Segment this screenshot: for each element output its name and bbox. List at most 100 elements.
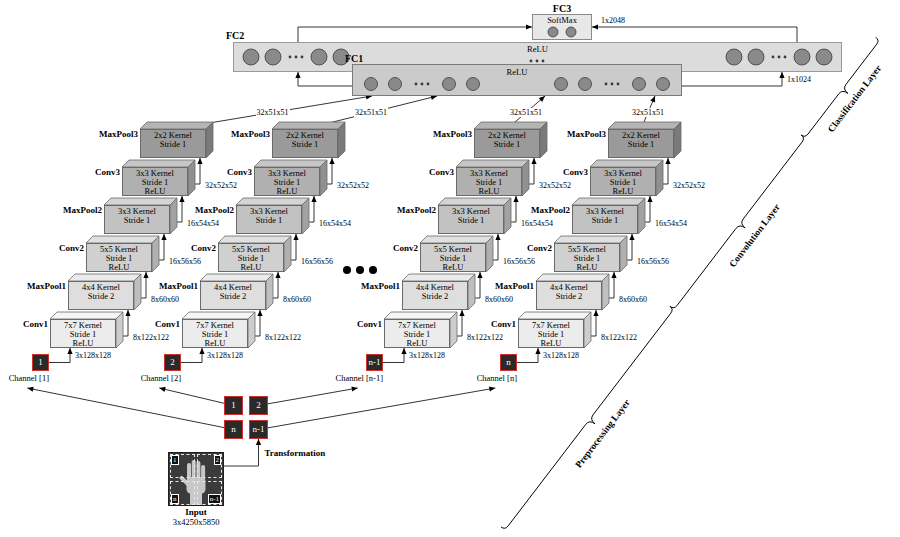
block-params: 5x5 Kernel Stride 1 ReLU xyxy=(430,244,476,272)
block-name: Conv1 xyxy=(23,319,48,329)
conv-block: Conv17x7 Kernel Stride 1 ReLU xyxy=(50,319,116,348)
cube-side xyxy=(638,198,645,234)
channel-name: Channel [n-1] xyxy=(336,373,383,383)
channel-input: 2Channel [2] xyxy=(138,354,181,388)
connector xyxy=(592,24,797,42)
dimension-label: Transformation xyxy=(264,448,327,458)
arrow-head xyxy=(650,96,655,103)
block-name: MaxPool2 xyxy=(63,205,102,215)
connector-line xyxy=(181,348,202,363)
block-name: MaxPool2 xyxy=(397,205,436,215)
dimension-label: 16x54x54 xyxy=(520,219,554,228)
neuron-dot xyxy=(611,83,614,86)
layer-name: FC2 xyxy=(226,30,244,41)
cube-top xyxy=(200,274,273,281)
neuron xyxy=(555,78,568,91)
conv-block: Conv33x3 Kernel Stride 1 ReLU xyxy=(456,167,522,196)
conv-block: Conv17x7 Kernel Stride 1 ReLU xyxy=(182,319,248,348)
block-name: Conv2 xyxy=(527,243,552,253)
neuron xyxy=(657,78,670,91)
cube-top xyxy=(590,160,663,167)
dimension-label: 1x2048 xyxy=(600,16,626,25)
arrow-head xyxy=(495,234,500,240)
neuron xyxy=(726,49,742,65)
connector xyxy=(27,387,224,428)
cube-side xyxy=(620,236,627,272)
arrow-head xyxy=(665,158,670,164)
arrow-head xyxy=(629,234,634,240)
block-params: 5x5 Kernel Stride 1 ReLU xyxy=(96,244,142,272)
neuron-dot xyxy=(617,83,620,86)
channel-input: nChannel [n] xyxy=(474,354,517,388)
dimension-label: 3x128x128 xyxy=(542,351,580,360)
arrow-head xyxy=(513,196,518,202)
neuron xyxy=(748,49,764,65)
channel-number: n xyxy=(501,355,516,369)
wrist xyxy=(190,491,202,505)
dimension-label: 8x60x60 xyxy=(282,295,312,304)
arrow-head xyxy=(67,348,72,354)
block-params: 2x2 Kernel Stride 1 xyxy=(484,130,530,149)
dimension-label: 8x60x60 xyxy=(484,295,514,304)
dimension-label: 8x122x122 xyxy=(132,333,170,342)
neuron-dot xyxy=(295,56,298,59)
connector-line xyxy=(268,388,358,404)
cube-side xyxy=(284,236,291,272)
cube-side xyxy=(206,122,213,158)
block-params: 3x3 Kernel Stride 1 ReLU xyxy=(132,168,178,196)
cube-side xyxy=(134,274,141,310)
block-params: 4x4 Kernel Stride 2 xyxy=(412,282,458,301)
arrow-head xyxy=(535,348,540,354)
connector-line xyxy=(49,348,70,363)
neuron-dot xyxy=(772,56,775,59)
cube-top xyxy=(438,198,511,205)
connector xyxy=(268,386,358,403)
channel-square: n xyxy=(500,354,517,371)
neuron xyxy=(794,49,810,65)
connector-line xyxy=(592,27,797,42)
dimension-label: 8x122x122 xyxy=(264,333,302,342)
block-params: 4x4 Kernel Stride 2 xyxy=(78,282,124,301)
conv-block: Conv25x5 Kernel Stride 1 ReLU xyxy=(554,243,620,272)
block-name: MaxPool3 xyxy=(567,129,606,139)
cube-side xyxy=(266,274,273,310)
connector xyxy=(383,348,407,363)
block-params: 4x4 Kernel Stride 2 xyxy=(546,282,592,301)
dimension-label: 32x51x51 xyxy=(354,108,388,117)
neuron xyxy=(816,49,832,65)
dimension-label: 32x52x52 xyxy=(204,181,238,190)
patch-tile: n xyxy=(224,420,243,439)
layer-group-label: Preprocessing Layer xyxy=(573,398,632,471)
connector-line xyxy=(159,388,224,403)
block-params: 3x3 Kernel Stride 1 xyxy=(246,206,292,225)
block-params: 3x3 Kernel Stride 1 ReLU xyxy=(466,168,512,196)
neuron-dot xyxy=(605,83,608,86)
dimension-label: 3x128x128 xyxy=(408,351,446,360)
pool-block: MaxPool14x4 Kernel Stride 2 xyxy=(200,281,266,310)
channel-number: 2 xyxy=(165,355,180,369)
activation-label: ReLU xyxy=(353,65,681,77)
block-params: 4x4 Kernel Stride 2 xyxy=(210,282,256,301)
connector xyxy=(49,348,73,363)
block-params: 3x3 Kernel Stride 1 ReLU xyxy=(600,168,646,196)
arrow-head xyxy=(593,310,598,316)
connector xyxy=(295,72,352,86)
channel-square: n-1 xyxy=(366,354,383,371)
conv-block: Conv17x7 Kernel Stride 1 ReLU xyxy=(518,319,584,348)
neuron-dot xyxy=(289,56,292,59)
pool-block: MaxPool14x4 Kernel Stride 2 xyxy=(536,281,602,310)
dimension-label: 32x51x51 xyxy=(509,108,543,117)
arrow-head xyxy=(293,234,298,240)
cube-top xyxy=(420,236,493,243)
connector-line xyxy=(298,27,532,42)
conv-block: Conv33x3 Kernel Stride 1 ReLU xyxy=(122,167,188,196)
layer-name: FC1 xyxy=(345,53,363,64)
channel-number: 1 xyxy=(33,355,48,369)
cube-top xyxy=(272,122,345,129)
connector-line xyxy=(517,348,538,363)
layer-brace xyxy=(501,306,679,534)
arrow-head xyxy=(647,196,652,202)
cube-top xyxy=(218,236,291,243)
connector-line xyxy=(268,388,495,428)
layer-brace xyxy=(670,135,811,314)
